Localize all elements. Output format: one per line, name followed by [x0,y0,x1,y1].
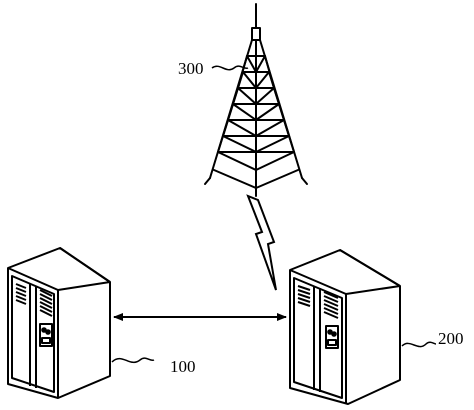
label-100: 100 [170,357,196,376]
server-cabinet-icon [289,249,401,405]
wireless-link-icon [246,194,277,291]
label-200: 200 [438,329,464,348]
label-leader-100 [111,357,155,364]
label-leader-200 [401,341,437,348]
transmission-tower-icon [204,3,308,197]
label-leader-300 [211,65,249,71]
server-cabinet-icon [7,247,111,399]
label-300: 300 [178,59,204,78]
